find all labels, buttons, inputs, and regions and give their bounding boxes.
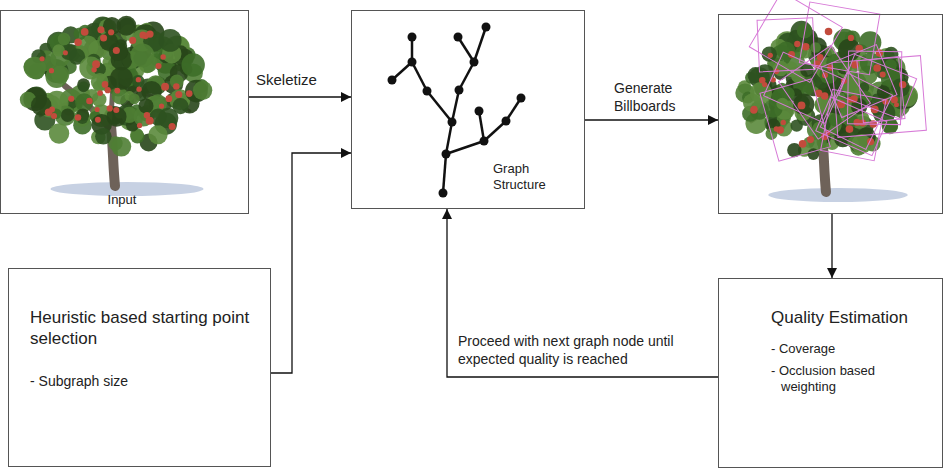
node-text: - Occlusion based weighting (771, 363, 921, 396)
tree-illustration (20, 16, 212, 196)
tree-billboard-illustration (735, 0, 926, 202)
heuristic-box: Heuristic based starting point selection… (8, 268, 271, 467)
flow-arrow (831, 214, 832, 278)
input-box: Input (0, 10, 249, 214)
flow-arrow (447, 209, 718, 377)
edge-label: Generate Billboards (614, 80, 709, 115)
quality-box: Quality Estimation - Coverage - Occlusion … (718, 278, 943, 468)
flow-arrow (585, 119, 718, 120)
flow-arrow (271, 153, 351, 373)
node-heading: Input (1, 192, 243, 208)
graph-box: Graph Structure (351, 10, 585, 209)
node-text: - Subgraph size (30, 373, 250, 391)
node-text: - Coverage (771, 341, 931, 357)
flow-arrow (249, 96, 351, 97)
node-heading: Graph Structure (493, 161, 565, 194)
node-heading: Heuristic based starting point selection (30, 307, 255, 350)
edge-label: Skeletize (256, 71, 317, 90)
node-heading: Quality Estimation (771, 307, 936, 328)
billboard-box (718, 14, 943, 214)
edge-label: Proceed with next graph node until expec… (458, 333, 713, 368)
